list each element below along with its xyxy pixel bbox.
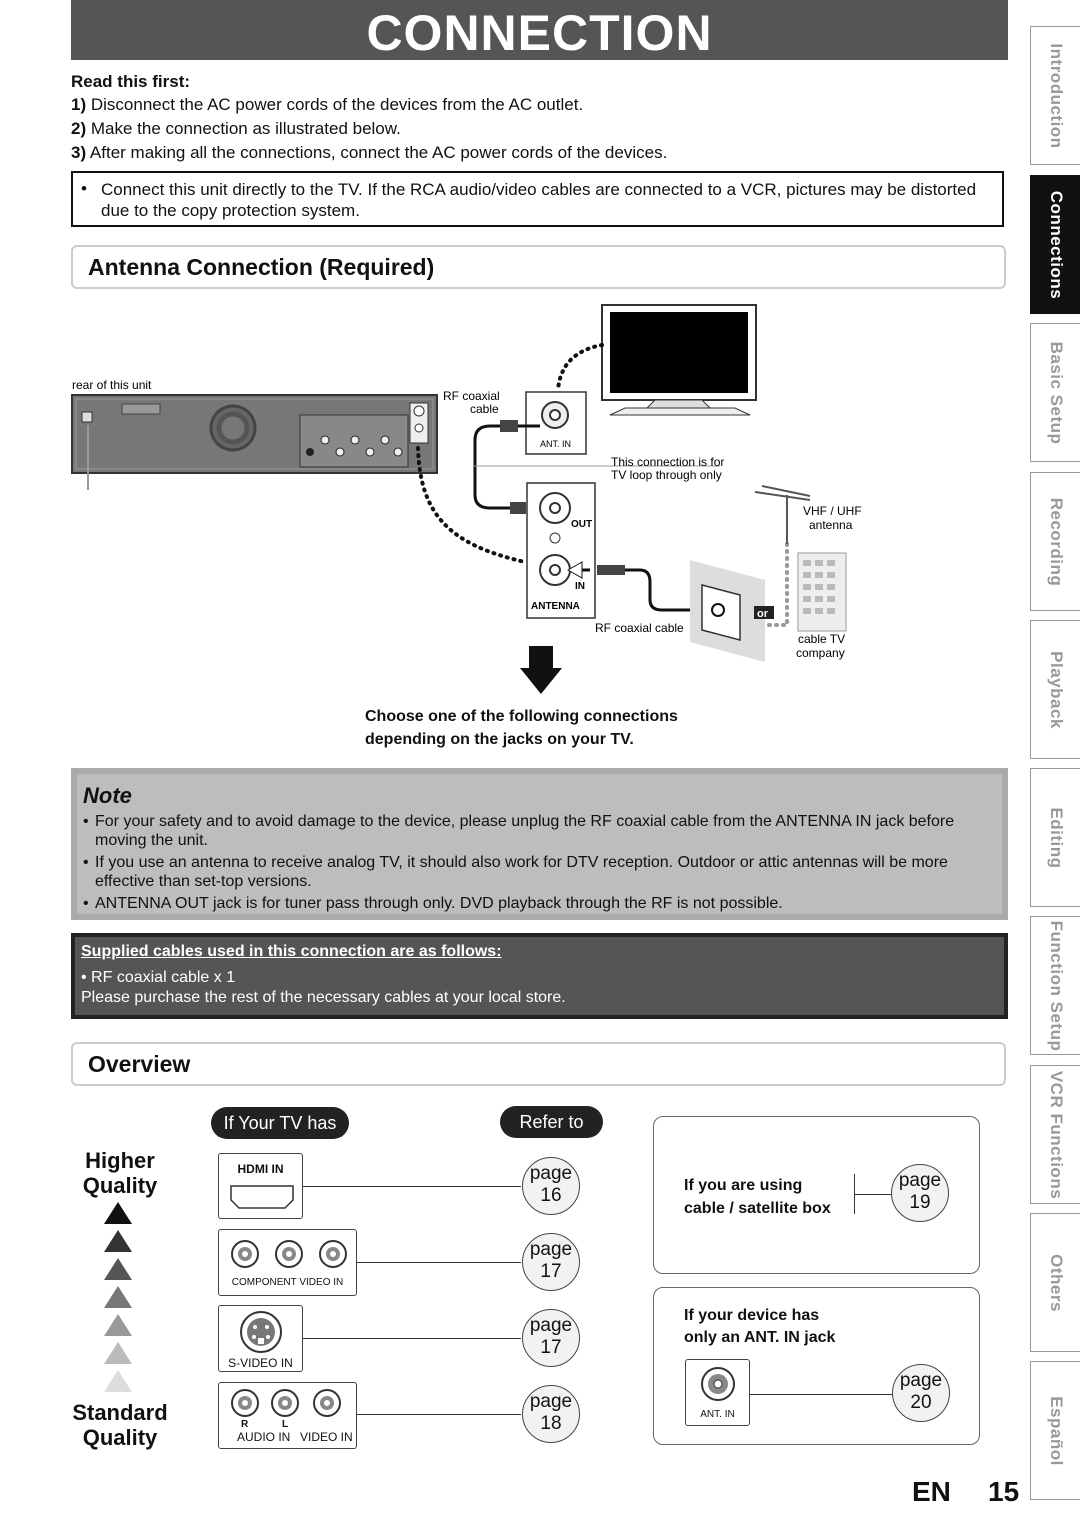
copy-protection-warning: • Connect this unit directly to the TV. … [71, 171, 1004, 227]
tv-ant-in-label: ANT. IN [540, 439, 571, 449]
supplied-cables-box: Supplied cables used in this connection … [71, 933, 1008, 1019]
s-video-in-jack: S-VIDEO IN [218, 1305, 303, 1372]
tab-function-setup[interactable]: Function Setup [1030, 916, 1080, 1055]
supplied-item: • RF coaxial cable x 1 [81, 969, 236, 986]
language-code: EN [912, 1476, 951, 1507]
supplied-note: Please purchase the rest of the necessar… [81, 989, 566, 1006]
component-ports-icon [231, 1240, 347, 1268]
read-first-heading: Read this first: [71, 72, 191, 91]
svg-text:cable: cable [470, 402, 499, 416]
overview-heading: Overview [71, 1042, 1006, 1086]
rca-ports-icon [231, 1389, 341, 1417]
step-2: 2) Make the connection as illustrated be… [71, 119, 401, 138]
tab-playback[interactable]: Playback [1030, 620, 1080, 759]
unit-rear-panel [71, 394, 438, 490]
tab-connections[interactable]: Connections [1030, 175, 1080, 314]
tab-vcr-functions[interactable]: VCR Functions [1030, 1065, 1080, 1204]
antenna-connection-diagram: rear of this unit ANT. IN RF coaxial cab… [71, 304, 862, 694]
audio-video-in-jack: R L AUDIO IN VIDEO IN [218, 1382, 357, 1449]
svg-text:RF coaxial cable: RF coaxial cable [595, 621, 684, 635]
coax-port-icon [701, 1367, 735, 1401]
hdmi-in-jack: HDMI IN [218, 1153, 303, 1219]
down-arrow-icon [520, 646, 562, 694]
tab-editing[interactable]: Editing [1030, 768, 1080, 907]
choose-connection-text: Choose one of the following connections … [365, 708, 678, 748]
step-1: 1) Disconnect the AC power cords of the … [71, 95, 584, 114]
svg-text:RF coaxial: RF coaxial [443, 389, 500, 403]
svg-text:company: company [796, 646, 845, 660]
page-title: CONNECTION [71, 0, 1008, 61]
s-video-port-icon [240, 1311, 282, 1353]
antenna-section-heading: Antenna Connection (Required) [71, 245, 1006, 289]
svg-text:VHF / UHF: VHF / UHF [803, 504, 862, 518]
cable-tv-building-icon [797, 552, 847, 632]
tv-icon [601, 304, 757, 416]
page-number: 15 [988, 1476, 1020, 1507]
svg-text:antenna: antenna [809, 518, 853, 532]
tab-others[interactable]: Others [1030, 1213, 1080, 1352]
supplied-heading: Supplied cables used in this connection … [81, 943, 502, 960]
note-item: •ANTENNA OUT jack is for tuner pass thro… [83, 895, 783, 912]
hdmi-port-icon [230, 1185, 294, 1209]
svg-text:ANTENNA: ANTENNA [531, 601, 580, 612]
svg-text:IN: IN [575, 581, 585, 592]
ant-in-jack: ANT. IN [685, 1359, 750, 1426]
component-video-in-jack: COMPONENT VIDEO IN [218, 1229, 357, 1296]
note-item: •If you use an antenna to receive analog… [83, 854, 948, 890]
svg-text:TV loop through only: TV loop through only [611, 468, 722, 482]
note-item: •For your safety and to avoid damage to … [83, 813, 955, 849]
tab-espanol[interactable]: Español [1030, 1361, 1080, 1500]
tab-introduction[interactable]: Introduction [1030, 26, 1080, 165]
svg-text:OUT: OUT [571, 519, 592, 530]
rear-label: rear of this unit [72, 378, 152, 392]
step-3: 3) After making all the connections, con… [71, 143, 668, 162]
svg-text:or: or [757, 608, 769, 620]
quality-arrows-icon [104, 1202, 132, 1392]
refer-to-label: Refer to [500, 1106, 603, 1138]
svg-text:This connection is for: This connection is for [611, 455, 724, 469]
warning-text: Connect this unit directly to the TV. If… [101, 180, 977, 220]
if-your-tv-has-label: If Your TV has [211, 1107, 349, 1139]
tab-basic-setup[interactable]: Basic Setup [1030, 323, 1080, 462]
tab-recording[interactable]: Recording [1030, 472, 1080, 611]
note-title: Note [83, 783, 132, 808]
vhf-antenna-icon [754, 485, 811, 544]
note-box: Note •For your safety and to avoid damag… [71, 768, 1008, 920]
svg-text:cable TV: cable TV [798, 632, 845, 646]
